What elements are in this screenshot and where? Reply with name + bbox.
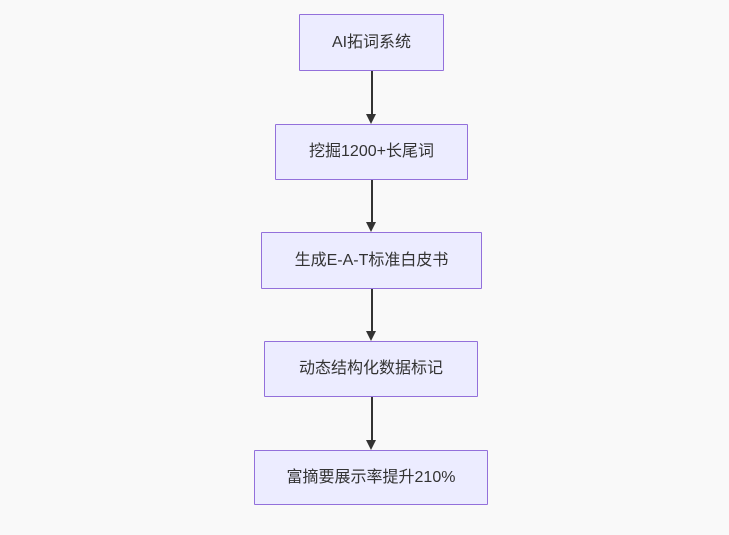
flow-node-label: AI拓词系统 <box>331 33 412 51</box>
flow-node-eat-whitepaper: 生成E-A-T标准白皮书 <box>261 232 482 289</box>
flow-node-rich-snippet-result: 富摘要展示率提升210% <box>254 450 488 505</box>
flow-arrow-2 <box>365 180 378 232</box>
arrow-line <box>370 289 373 331</box>
flow-node-label: 富摘要展示率提升210% <box>286 468 456 486</box>
arrow-line <box>370 180 373 222</box>
arrowhead-down-icon <box>366 440 376 450</box>
arrowhead-down-icon <box>366 331 376 341</box>
flow-arrow-1 <box>365 71 378 124</box>
flow-node-longtail-mining: 挖掘1200+长尾词 <box>275 124 468 180</box>
arrowhead-down-icon <box>366 222 376 232</box>
arrow-line <box>370 397 373 440</box>
flow-node-label: 动态结构化数据标记 <box>298 360 443 378</box>
flow-arrow-3 <box>365 289 378 341</box>
flow-node-ai-keyword-system: AI拓词系统 <box>299 14 444 71</box>
flow-node-label: 生成E-A-T标准白皮书 <box>294 251 449 269</box>
flow-arrow-4 <box>365 397 378 450</box>
flow-node-structured-data-markup: 动态结构化数据标记 <box>264 341 478 397</box>
flow-node-label: 挖掘1200+长尾词 <box>309 143 434 161</box>
arrow-line <box>370 71 373 114</box>
arrowhead-down-icon <box>366 114 376 124</box>
